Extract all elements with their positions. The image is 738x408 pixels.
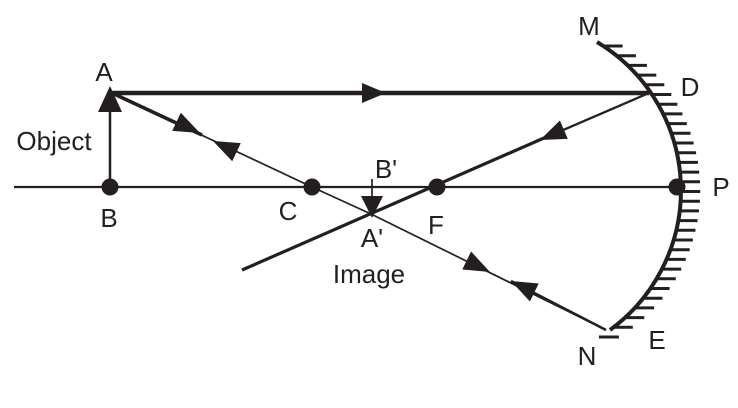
focal-reflected-ray-lower [241, 136, 545, 272]
object-arrowhead [98, 86, 122, 112]
ray-arrowheads [98, 83, 568, 302]
label-point-p: P [712, 172, 730, 202]
point-dot-f [428, 178, 446, 196]
center-ray-to-mirror-arrowhead [462, 251, 490, 272]
label-point-b: B [100, 203, 118, 233]
point-dot-p [668, 178, 686, 196]
point-dot-b [101, 178, 119, 196]
center-ray-outgoing-arrowhead [172, 112, 200, 133]
label-point-f: F [428, 210, 444, 240]
parallel-ray-arrowhead [362, 83, 386, 103]
label-point-m: M [578, 11, 600, 41]
image-arrowhead [361, 196, 383, 218]
label-point-a-prime: A' [360, 223, 384, 253]
label-point-b-prime: B' [374, 154, 398, 184]
center-ray-return-arrowhead [213, 141, 241, 162]
label-point-n: N [577, 341, 597, 371]
label-image: Image [332, 259, 406, 289]
mirror-hatching [598, 44, 701, 339]
label-point-e: E [648, 325, 666, 355]
mirror-return-ray-arrowhead [511, 281, 539, 302]
label-point-a: A [95, 57, 113, 87]
center-ray-line [111, 92, 607, 331]
point-dot-c [303, 178, 321, 196]
label-object: Object [16, 126, 92, 156]
focal-ray-arrowhead [540, 120, 568, 140]
label-point-c: C [278, 196, 298, 226]
label-point-d: D [680, 72, 700, 102]
